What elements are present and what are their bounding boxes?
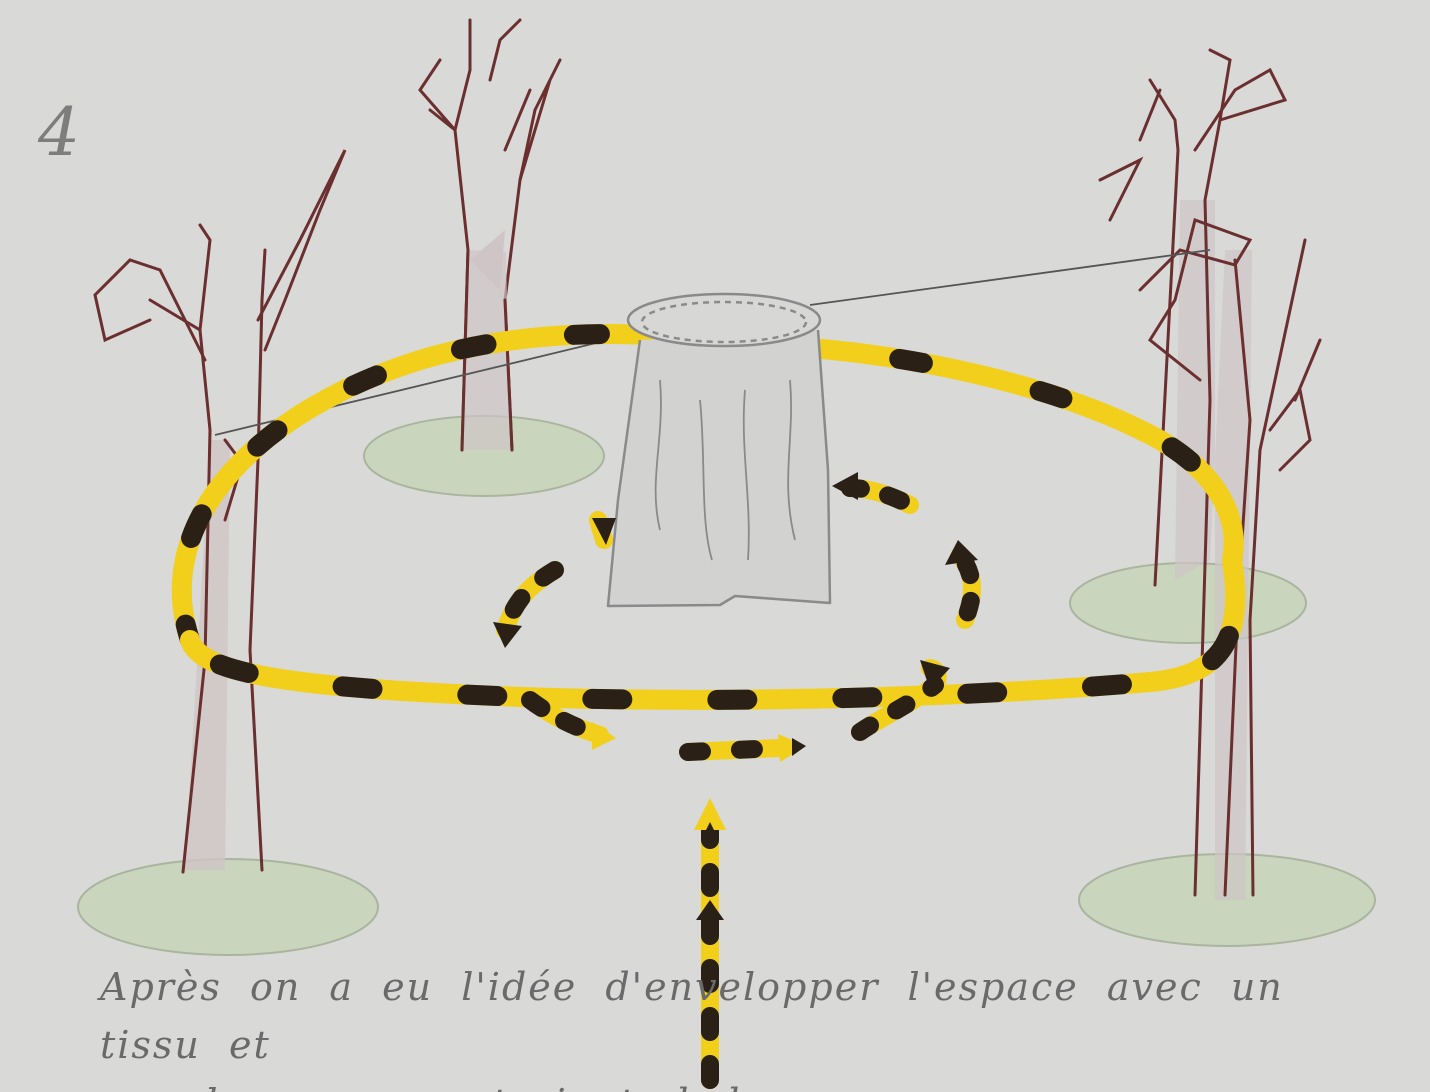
grass-patch-front-left [78, 859, 378, 955]
caption-line-1: Après on a eu l'idée d'envelopper l'espa… [100, 958, 1380, 1074]
page-number: 4 [38, 100, 80, 166]
fabric-tube-icon [608, 294, 830, 606]
rotation-arrow-icon [832, 472, 910, 505]
caption-line-2: que les gens rentraient dedans [100, 1074, 1380, 1092]
rotation-arrow-icon [945, 540, 978, 620]
handwritten-caption: Après on a eu l'idée d'envelopper l'espa… [100, 958, 1380, 1092]
tree-front-left-icon [95, 150, 345, 872]
rotation-arrow-icon [493, 570, 555, 648]
tree-back-left-icon [420, 20, 560, 450]
rotation-arrow-icon [592, 518, 616, 545]
rotation-arrow-icon [688, 734, 806, 762]
grass-patch-right-mid [1070, 563, 1306, 643]
